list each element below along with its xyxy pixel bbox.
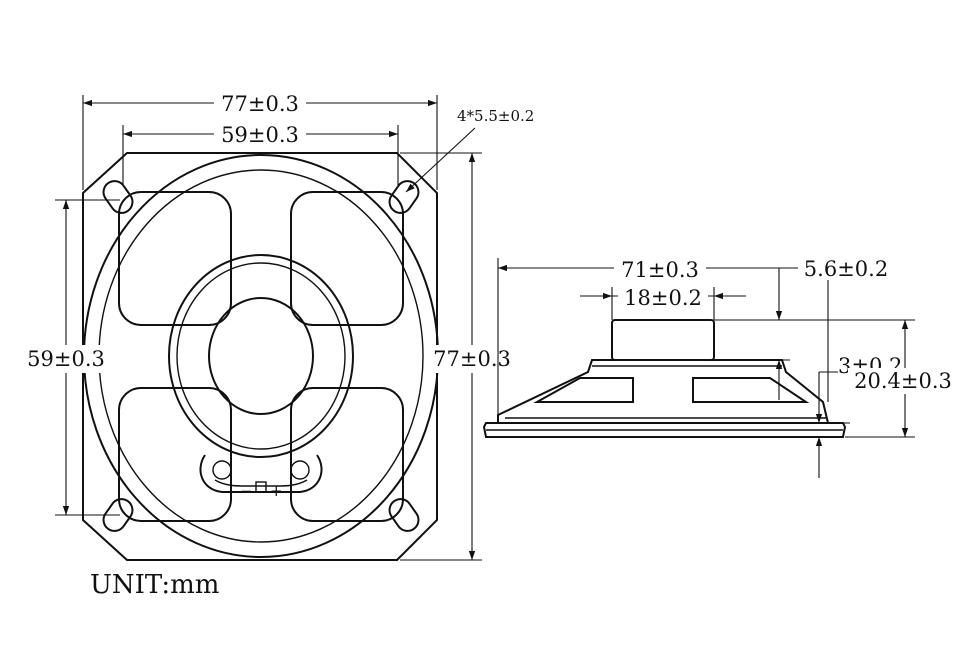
- mount-hole-label: 4*5.5±0.2: [457, 107, 534, 125]
- side-window-left: [533, 377, 634, 403]
- side-window-right: [692, 377, 810, 403]
- unit-label: UNIT:mm: [90, 570, 219, 600]
- side-flange: [482, 422, 847, 438]
- dim-magnet-width-label: 18±0.2: [624, 286, 702, 310]
- dim-hole-spacing-y-label: 59±0.3: [27, 347, 105, 371]
- mount-hole-top-right: [388, 180, 420, 214]
- basket-outer-rim: [83, 154, 439, 558]
- magnet-face: [208, 297, 314, 415]
- dim-hole-spacing-x-label: 59±0.3: [221, 123, 299, 147]
- terminal-center-post: [255, 481, 267, 493]
- terminal-lug-left: [212, 460, 232, 480]
- mount-hole-top-left: [102, 180, 134, 214]
- magnet-ring: [176, 262, 346, 450]
- basket-window-bottom-left: [118, 387, 232, 522]
- dim-frame-width-label: 71±0.3: [621, 258, 699, 282]
- magnet-surround: [168, 254, 354, 458]
- basket-window-top-right: [290, 191, 404, 326]
- side-view: 71±0.3 18±0.2 5.6±0.2 3±0.2 20.4±0.3: [482, 256, 960, 478]
- basket-window-bottom-right: [290, 387, 404, 522]
- front-view: − + 77±0.3 59±0.3 59±0.3 77±0.3: [20, 90, 534, 561]
- speaker-frame-outline: [82, 152, 438, 561]
- side-magnet: [611, 319, 715, 361]
- terminal-minus-label: −: [240, 482, 253, 500]
- terminal-plus-label: +: [270, 482, 283, 500]
- mount-hole-leader: [405, 127, 476, 193]
- dim-total-depth-label: 20.4±0.3: [854, 369, 952, 393]
- dim-overall-width-label: 77±0.3: [221, 92, 299, 116]
- mount-hole-bottom-right: [388, 498, 420, 532]
- mount-hole-bottom-left: [102, 498, 134, 532]
- terminal-lug-right: [290, 460, 310, 480]
- dim-magnet-height-label: 5.6±0.2: [804, 257, 888, 281]
- basket-window-top-left: [118, 191, 232, 326]
- terminal-strip: [214, 479, 308, 487]
- dim-overall-height-label: 77±0.3: [433, 347, 511, 371]
